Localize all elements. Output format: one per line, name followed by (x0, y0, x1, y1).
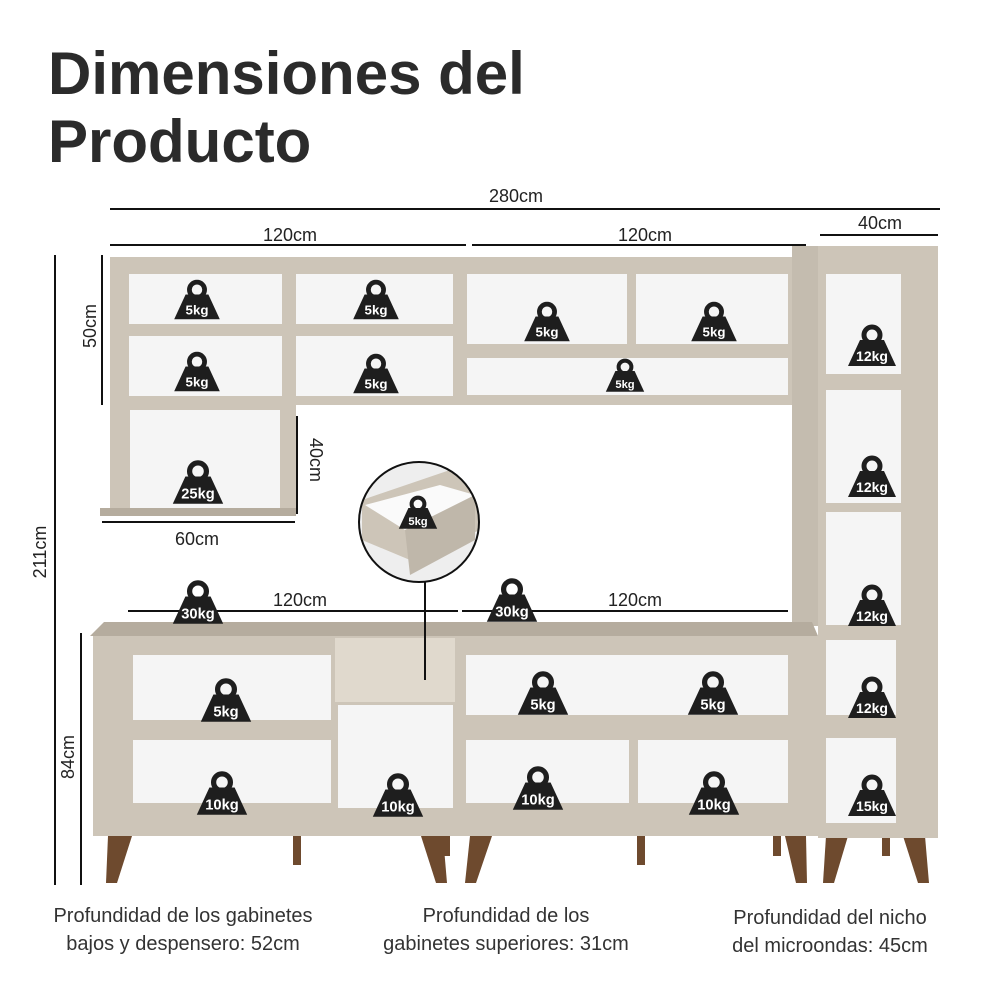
weight-label: 5kg (530, 698, 555, 714)
leg (785, 836, 807, 883)
base-left-width-label: 120cm (273, 590, 327, 610)
hanging-box-cabinet (100, 401, 296, 516)
base-height-label: 84cm (58, 735, 78, 779)
microwave-depth-note: Profundidad del nicho del microondas: 45… (696, 904, 964, 960)
weight-icon: 5kg (353, 282, 399, 319)
weight-icon: 30kg (487, 581, 537, 622)
tower-width-label: 40cm (858, 213, 902, 233)
weight-icon: 30kg (173, 583, 223, 624)
weight-icon: 25kg (173, 463, 223, 504)
weight-label: 10kg (697, 798, 730, 814)
weight-icon: 10kg (689, 774, 739, 815)
weight-label: 12kg (856, 479, 888, 495)
weight-icon: 5kg (201, 681, 251, 722)
weight-label: 5kg (703, 324, 726, 339)
weight-label: 30kg (181, 607, 214, 623)
weight-label: 12kg (856, 608, 888, 624)
lower-depth-note: Profundidad de los gabinetes bajos y des… (18, 902, 348, 958)
upper-right-width-label: 120cm (618, 225, 672, 245)
countertop (90, 622, 818, 636)
microwave-depth-note-text: Profundidad del nicho del microondas: 45… (732, 907, 928, 957)
weight-label: 12kg (856, 700, 888, 716)
zoom-circle (358, 461, 480, 583)
weight-label: 25kg (181, 487, 214, 503)
title-line-1: Dimensiones del (48, 40, 525, 107)
leg (421, 836, 447, 883)
dimension-lines (54, 208, 940, 885)
total-width-label: 280cm (489, 186, 543, 206)
weight-label: 12kg (856, 348, 888, 364)
weight-label: 5kg (408, 516, 427, 528)
zoom-drawer-front (405, 495, 475, 575)
weight-icon: 12kg (848, 587, 896, 626)
weight-icon: 5kg (688, 674, 738, 715)
weight-icon: 5kg (691, 304, 737, 341)
box-width-label: 60cm (175, 529, 219, 549)
leg (293, 836, 301, 865)
weight-icon: 5kg (399, 498, 437, 529)
tower-side-panel (792, 246, 822, 626)
upper-depth-note: Profundidad de los gabinetes superiores:… (354, 902, 658, 958)
weight-icon: 5kg (606, 361, 644, 392)
weight-label: 5kg (213, 705, 238, 721)
weight-icon: 12kg (848, 327, 896, 366)
leg (442, 836, 450, 856)
leg (465, 836, 492, 883)
page-title: Dimensiones del Producto (48, 40, 525, 176)
base-right-width-label: 120cm (608, 590, 662, 610)
leg (882, 836, 890, 856)
leg (773, 836, 781, 856)
base-opening (466, 655, 788, 715)
weight-label: 10kg (381, 800, 414, 816)
upper-depth-note-text: Profundidad de los gabinetes superiores:… (383, 905, 629, 955)
weight-label: 5kg (365, 376, 388, 391)
weight-label: 5kg (536, 324, 559, 339)
box-height-label: 40cm (306, 438, 326, 482)
leg (823, 836, 848, 883)
weight-label: 10kg (205, 798, 238, 814)
total-height-label: 211cm (30, 526, 50, 579)
weight-label: 15kg (856, 798, 888, 814)
drawer-front (335, 638, 455, 702)
drawer-zoom-inset (358, 461, 480, 680)
weight-label: 5kg (615, 379, 634, 391)
weight-icon: 5kg (524, 304, 570, 341)
cabinet-legs (106, 836, 929, 883)
upper-left-width-label: 120cm (263, 225, 317, 245)
weight-icon: 12kg (848, 679, 896, 718)
zoom-drawer-inside (365, 485, 475, 530)
weight-label: 5kg (700, 698, 725, 714)
upper-height-label: 50cm (80, 304, 100, 348)
leg (637, 836, 645, 865)
weight-icon: 5kg (174, 282, 220, 319)
dimension-labels: 280cm 120cm 120cm 40cm 50cm 40cm 60cm 21… (30, 186, 902, 779)
weight-icon: 10kg (513, 769, 563, 810)
weight-label: 5kg (186, 302, 209, 317)
weight-label: 5kg (186, 374, 209, 389)
weight-icon: 12kg (848, 458, 896, 497)
weight-label: 5kg (365, 302, 388, 317)
box-base (100, 508, 296, 516)
weight-icon: 10kg (373, 776, 423, 817)
leg (106, 836, 132, 883)
weight-label: 30kg (495, 605, 528, 621)
weight-icon: 5kg (353, 356, 399, 393)
weight-icon: 5kg (518, 674, 568, 715)
leg (903, 836, 929, 883)
tall-tower-cabinet (792, 246, 938, 838)
upper-left-cabinet (110, 257, 459, 405)
weight-icon: 5kg (174, 354, 220, 391)
weight-icons: 5kg 5kg 5kg 5kg 5kg 5kg 5kg 25kg 5kg 30k… (173, 282, 896, 817)
weight-icon: 15kg (848, 777, 896, 816)
weight-label: 10kg (521, 793, 554, 809)
weight-icon: 10kg (197, 774, 247, 815)
lower-depth-note-text: Profundidad de los gabinetes bajos y des… (53, 905, 313, 955)
title-line-2: Producto (48, 108, 312, 175)
